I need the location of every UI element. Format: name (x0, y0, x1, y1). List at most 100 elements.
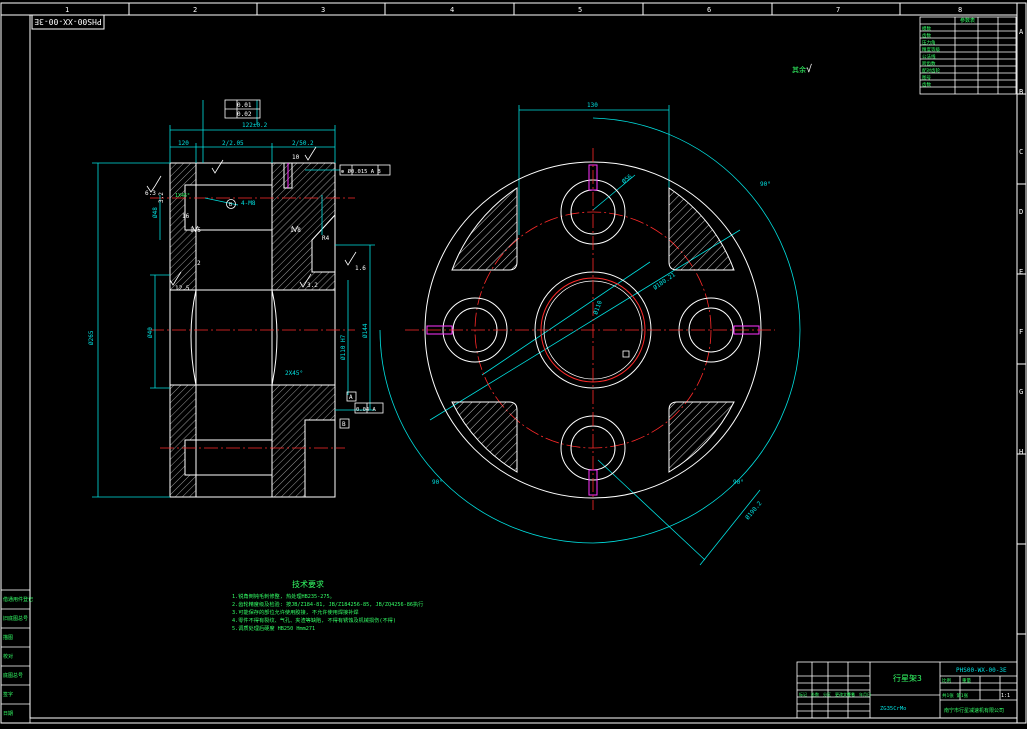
title-block-text: 行星架3 PHS00-WX-00-3E ZG35CrMo 南宁市行星减速机有限公… (880, 667, 1010, 714)
zone-label-side: D (1019, 208, 1023, 216)
revision-column-label: 处数 (811, 691, 819, 697)
section-dimensions (92, 100, 375, 498)
tech-requirement-item: 2.齿轮精度级及检验: 按JB/Z184-81, JB/Z184256-85, … (232, 600, 423, 608)
geometric-tolerance: ⊕ Ø0.015 A B (341, 168, 381, 175)
angle-label: 1X45° (175, 193, 190, 199)
side-stamp-row: 校对 (3, 653, 13, 660)
roughness-1b: 3.2 (307, 282, 318, 289)
section-text: 0.01 0.02 122±0.2 120 2/2.05 2/50.2 ⊕ Ø0… (88, 102, 381, 428)
parameter-table-title: 参数表 (960, 17, 975, 24)
front-centerlines (405, 148, 775, 510)
parameter-row-label: 精度等级 (922, 46, 940, 53)
zone-label-side: B (1019, 88, 1023, 96)
zone-label-top: 8 (958, 6, 962, 14)
zone-label-top: 1 (65, 6, 69, 14)
side-stamp-row: 日期 (3, 711, 13, 717)
parameter-row-label: 图号 (922, 75, 931, 81)
hole-dim: Ø56 (621, 173, 634, 186)
tech-requirement-item: 5.调质处理后硬度 HB250 Hmm271 (232, 624, 315, 632)
front-width-dim: 130 (587, 102, 598, 109)
small-dim-b: 2 (197, 260, 201, 267)
tech-requirements-title: 技术要求 (292, 579, 324, 589)
roughness-4: 6.3 (145, 190, 156, 197)
zone-label-top: 4 (450, 6, 454, 14)
datum-b: B (342, 421, 346, 428)
parameter-row-label: 公法线 (922, 53, 936, 60)
zone-label-top: 6 (707, 6, 711, 14)
parameter-row-label: 齿数 (922, 32, 931, 39)
roughness-note-symbol: √ (806, 63, 812, 75)
revision-column-label: 签名 (847, 691, 855, 697)
tech-requirement-item: 4.零件不得有裂纹、气孔、夹渣等缺陷, 不得有锈蚀及机械损伤(不得) (232, 616, 396, 624)
parameter-table (919, 16, 1017, 95)
roughness-note-label: 其余 (792, 65, 806, 74)
weight-label: 重量 (962, 677, 971, 684)
section-view: 0.01 0.02 122±0.2 120 2/2.05 2/50.2 ⊕ Ø0… (88, 99, 391, 498)
datum-a: A (349, 394, 353, 401)
zone-label-top: 3 (321, 6, 325, 14)
tolerance-value-2: 0.02 (237, 111, 252, 118)
bolt-depth: 10 (292, 154, 300, 161)
company: 南宁市行星减速机有限公司 (944, 707, 1004, 714)
parameter-row-label: 配对齿轮 (922, 67, 940, 74)
angle-top-right: 90° (760, 181, 771, 188)
parameter-row-label: 齿数 (922, 81, 931, 88)
roughness-note: 其余 √ (792, 63, 812, 75)
front-dim-arcs (379, 105, 801, 566)
bore-tolerance: 0.04 A (356, 407, 377, 413)
scale-label: 比例 (942, 677, 951, 684)
section-centerlines (150, 197, 355, 449)
segment-dim-3: 2/50.2 (292, 140, 314, 147)
parameter-row-label: 模数 (922, 25, 931, 32)
zone-label-top: 2 (193, 6, 197, 14)
segment-dim-2: 2/2.05 (222, 140, 244, 147)
parameter-row-label: 跨齿数 (922, 60, 936, 67)
front-view: 130 90° 90° 90° Ø110 Ø56 Ø180.21 Ø190.2 (379, 102, 801, 566)
drawing-code-rotated: PHS00-XX-00-3E (34, 17, 102, 26)
zone-label-top: 7 (836, 6, 840, 14)
tech-requirement-item: 3.可能保存的部位允许使用胶接, 不允许使用焊接补焊 (232, 608, 359, 616)
title-block (796, 661, 1018, 719)
zone-label-side: C (1019, 148, 1023, 156)
dim-bore-fit: Ø110 H7 (340, 334, 347, 360)
angle-bottom-right: 90° (733, 479, 744, 486)
revision-column-label: 年月日 (859, 691, 871, 697)
hatched-windows (451, 187, 735, 473)
revision-rows: 标记处数分区更改文件号签名年月日 (799, 691, 871, 697)
zone-label-side: H (1019, 448, 1023, 456)
zone-label-side: G (1019, 388, 1023, 396)
chamfer-2x45: 2X45° (285, 370, 303, 377)
zone-label-side: E (1019, 268, 1023, 276)
material: ZG35CrMo (880, 706, 907, 712)
zone-label-side: A (1019, 28, 1024, 36)
part-name: 行星架3 (893, 673, 922, 683)
drawing-code-box: PHS00-XX-00-3E (31, 14, 105, 30)
dim-body-diameter: Ø40 (147, 327, 154, 338)
tech-requirements-items: 1.锐角倒钝毛刺修整, 热处理HB235-275。2.齿轮精度级及检验: 按JB… (232, 592, 423, 632)
diag-dim: Ø190.2 (744, 500, 764, 521)
tolerance-value-1: 0.01 (237, 102, 252, 109)
zone-ticks (128, 3, 1026, 635)
scale-value: 1:1 (1001, 693, 1010, 699)
drawing-number: PHS00-WX-00-3E (956, 667, 1007, 674)
roughness-2: 1.6 (355, 265, 366, 272)
zone-label-side: F (1019, 328, 1023, 336)
roughness-3: 12.5 (175, 285, 190, 292)
side-zone-labels: A B C D E F G H (1019, 28, 1024, 456)
side-stamp-row: 底图总号 (3, 672, 23, 679)
overall-width-dim: 122±0.2 (242, 122, 268, 129)
fillet-label: R4 (322, 235, 330, 242)
tech-requirement-item: 1.锐角倒钝毛刺修整, 热处理HB235-275。 (232, 592, 335, 600)
bore-dim: Ø110 (592, 299, 604, 315)
dim-inner-diameter: Ø144 (362, 323, 369, 338)
parameter-row-label: 压力角 (922, 39, 936, 46)
side-stamp-row: 签字 (3, 691, 13, 698)
hole-depth-label: Ø48 (152, 207, 159, 218)
roughness-symbols (146, 146, 357, 288)
revision-column-label: 更改文件号 (835, 691, 855, 697)
roughness-1: 3.2 (158, 192, 165, 203)
